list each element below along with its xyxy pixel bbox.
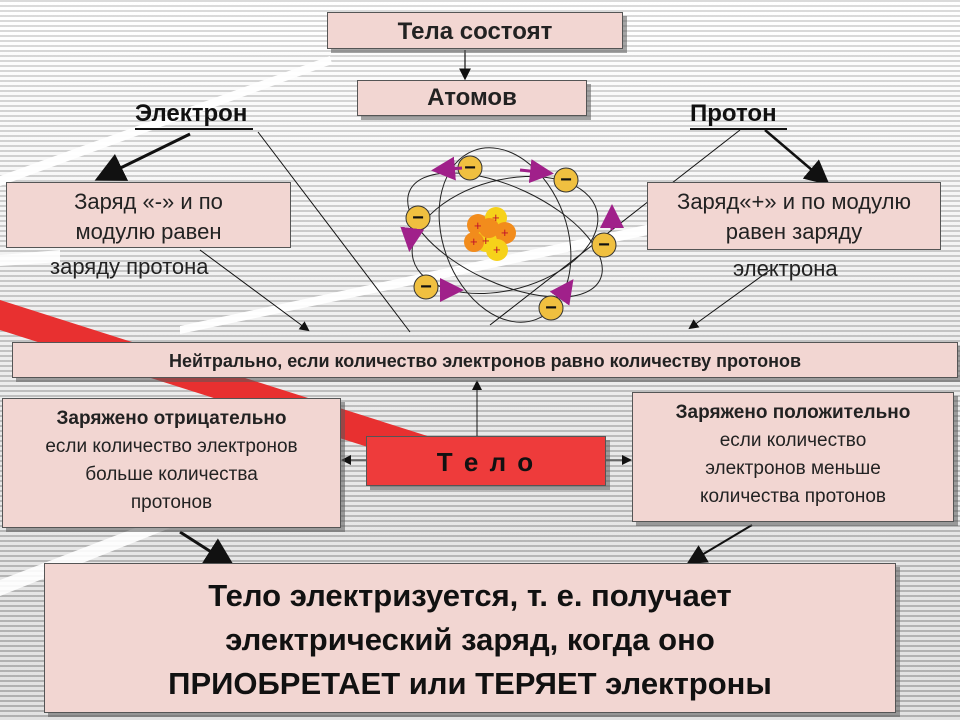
negative-title: Заряжено отрицательно	[56, 408, 287, 429]
proton-heading: Протон	[690, 100, 787, 130]
svg-text:−: −	[464, 157, 476, 179]
line-electron-to-neutral	[257, 131, 411, 333]
arrow-proton-desc-to-neutral	[688, 269, 771, 330]
negative-box: Заряжено отрицательно если количество эл…	[2, 398, 341, 528]
nucleus-plus-signs: + + + + + +	[470, 210, 509, 257]
atomov-box: Атомов	[357, 80, 587, 116]
proton-desc-line3: электрона	[733, 256, 838, 281]
positive-box: Заряжено положительно если количество эл…	[632, 392, 954, 522]
electron-desc-line1: Заряд «-» и по	[74, 189, 223, 214]
orbit-2	[407, 172, 603, 298]
svg-text:+: +	[501, 225, 509, 240]
proton-desc-box: Заряд«+» и по модулю равен заряду	[647, 182, 941, 250]
electron-2: −	[553, 167, 579, 193]
negative-line1: если количество электронов	[45, 436, 298, 457]
svg-text:+: +	[493, 242, 501, 257]
tela-sostoyat-text: Тела состоят	[397, 18, 553, 45]
conclusion-line2: электрический заряд, когда оно	[225, 622, 715, 657]
telo-box: Т е л о	[366, 436, 606, 486]
arrow-proton-to-desc	[764, 129, 830, 186]
arrow-electron-desc-to-neutral	[199, 249, 310, 332]
electron-heading: Электрон	[135, 100, 254, 130]
svg-text:−: −	[420, 276, 432, 298]
orbit-1	[411, 175, 599, 295]
proton-desc-line1: Заряд«+» и по модулю	[677, 189, 911, 214]
electron-3: −	[405, 205, 431, 231]
conclusion-line1: Тело электризуется, т. е. получает	[208, 578, 732, 613]
tela-sostoyat-box: Тела состоят	[327, 12, 623, 49]
white-beam-4	[0, 250, 60, 266]
electron-6: −	[538, 295, 564, 321]
nucleus	[464, 207, 516, 261]
svg-text:−: −	[598, 234, 610, 256]
conclusion-box: Тело электризуется, т. е. получает элект…	[44, 563, 896, 713]
svg-text:+: +	[470, 234, 478, 249]
velocity-arrows	[400, 156, 624, 306]
negative-line3: протонов	[130, 492, 213, 513]
telo-text: Т е л о	[436, 447, 536, 477]
svg-text:−: −	[560, 169, 572, 191]
neutral-bar: Нейтрально, если количество электронов р…	[12, 342, 958, 378]
proton-desc-line2: равен заряду	[725, 219, 863, 244]
arrow-negative-to-conclusion	[179, 530, 236, 568]
electron-desc-line2: модулю равен	[75, 219, 222, 244]
orbit-3	[438, 147, 572, 323]
positive-line2: электронов меньше	[705, 458, 881, 479]
svg-text:−: −	[412, 207, 424, 229]
electron-desc-box: Заряд «-» и по модулю равен	[6, 182, 291, 248]
atomov-text: Атомов	[427, 84, 517, 111]
conclusion-line3: ПРИОБРЕТАЕТ или ТЕРЯЕТ электроны	[168, 666, 772, 701]
svg-text:−: −	[545, 297, 557, 319]
svg-text:+: +	[474, 218, 482, 233]
svg-text:+: +	[482, 233, 490, 248]
electron-4: −	[591, 232, 617, 258]
arrow-positive-to-conclusion	[686, 524, 753, 565]
electron-heading-text: Электрон	[135, 100, 248, 127]
electron-desc-line3: заряду протона	[50, 254, 209, 279]
electron-5: −	[413, 274, 439, 300]
positive-line3: количества протонов	[700, 486, 886, 507]
svg-text:+: +	[492, 210, 500, 225]
neutral-text: Нейтрально, если количество электронов р…	[168, 351, 802, 371]
positive-title: Заряжено положительно	[675, 402, 911, 423]
electrons: − − − − − −	[405, 155, 617, 321]
proton-heading-text: Протон	[690, 100, 777, 127]
positive-line1: если количество	[719, 430, 867, 451]
negative-line2: больше количества	[85, 464, 258, 485]
arrow-electron-to-desc	[94, 132, 191, 181]
white-beam-1	[0, 56, 332, 186]
